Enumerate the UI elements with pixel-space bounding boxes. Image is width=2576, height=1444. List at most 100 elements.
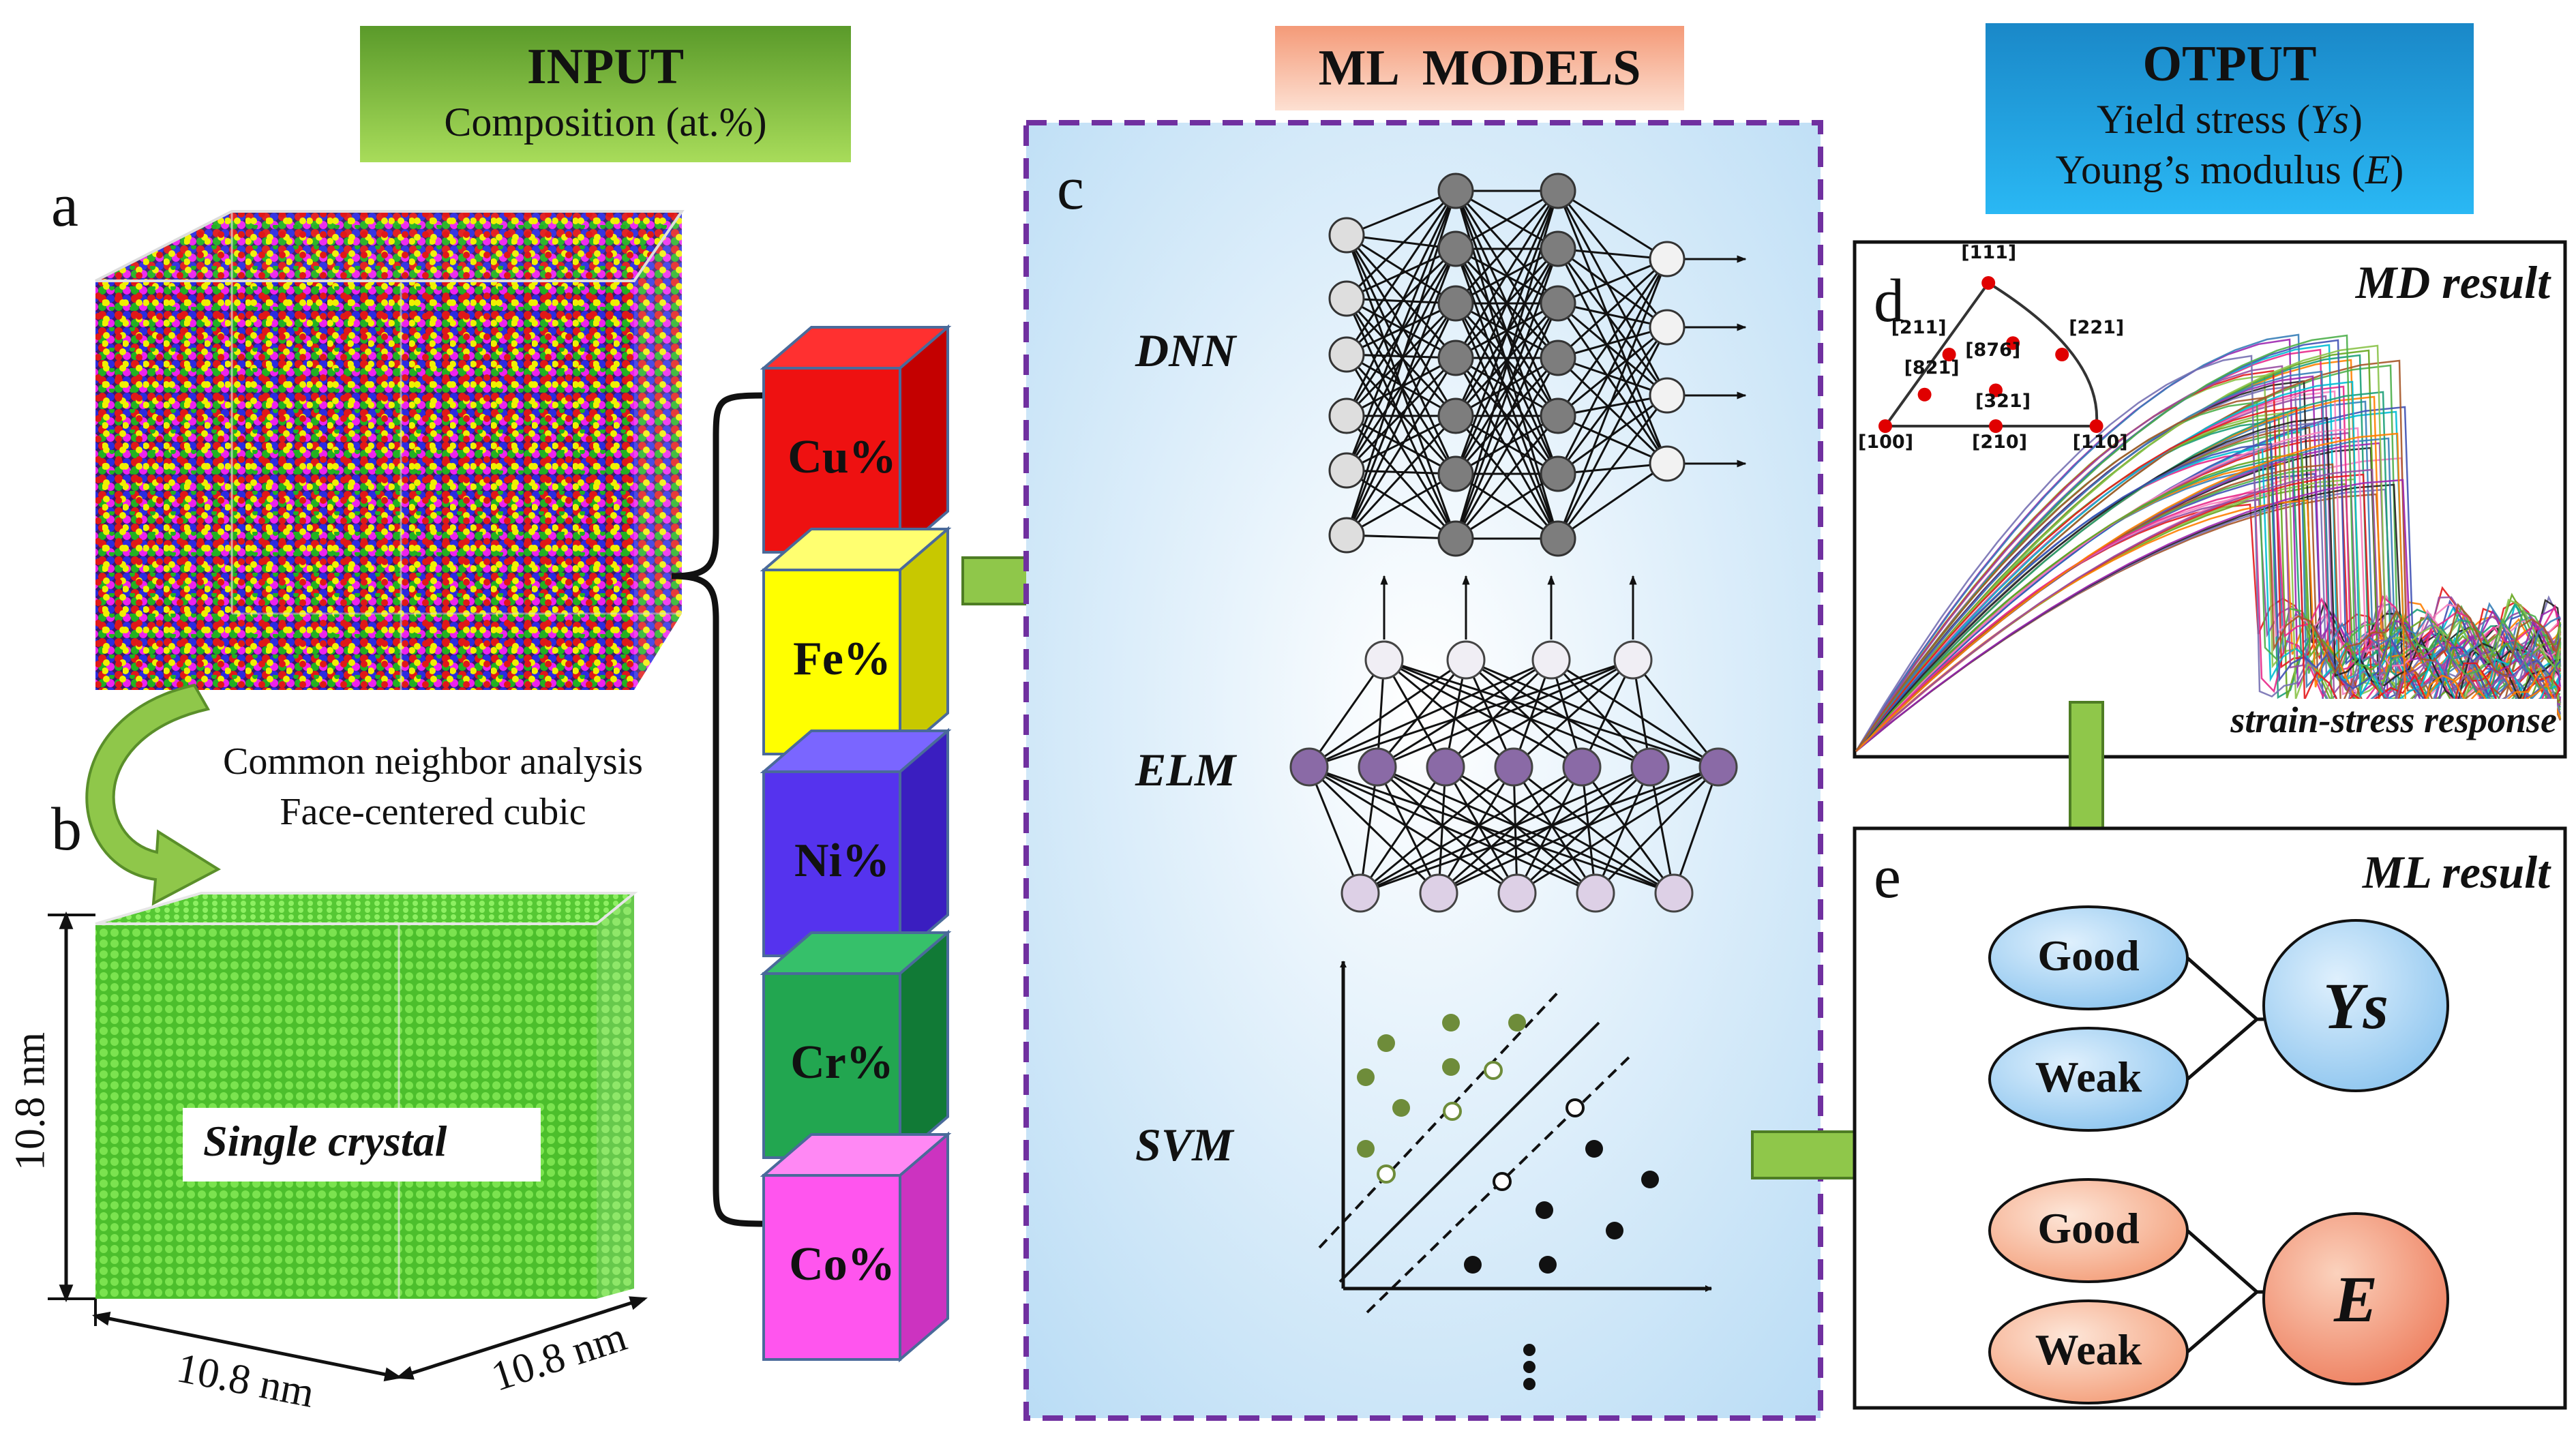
- ml-result-groups: [1988, 905, 2449, 1404]
- dnn-neuron: [1437, 520, 1474, 557]
- ipf-pole-label: [821]: [1904, 357, 1960, 378]
- panel-label-b: b: [51, 796, 82, 863]
- ipf-pole-label: [110]: [2072, 432, 2128, 453]
- dnn-neuron: [1540, 397, 1576, 434]
- svm-point-class-a: [1442, 1014, 1460, 1032]
- input-header: INPUT Composition (at.%): [360, 26, 851, 162]
- single-crystal-label-box: [183, 1108, 541, 1182]
- svm-point-class-a: [1508, 1014, 1526, 1032]
- element-cube-label: Cr%: [790, 1036, 894, 1089]
- elm-neuron: [1698, 747, 1738, 787]
- element-cube-label: Fe%: [793, 633, 891, 685]
- elm-neuron: [1613, 640, 1653, 680]
- element-cube-label: Ni%: [794, 834, 890, 887]
- svm-support-vector-a: [1377, 1164, 1396, 1184]
- svm-point-class-a: [1357, 1068, 1375, 1086]
- good-bubble: [1988, 905, 2189, 1010]
- models-header-box: [1275, 26, 1684, 110]
- element-cube-label: Co%: [789, 1238, 895, 1291]
- element-cubes: [760, 324, 952, 1363]
- ipf-pole-marker: [1917, 387, 1932, 402]
- good-bubble: [1988, 1178, 2189, 1283]
- target-label: Ys: [2323, 969, 2388, 1042]
- element-cube: [760, 727, 952, 959]
- ipf-pole-label: [321]: [1975, 390, 2031, 412]
- output-header: OTPUT Yield stress (Ys) Young’s modulus …: [1986, 23, 2474, 214]
- alloy-cube: [95, 210, 685, 690]
- svm-support-vector-b: [1493, 1172, 1512, 1191]
- input-header-box: [360, 26, 851, 162]
- panel-label-c: c: [1057, 155, 1084, 222]
- output-header-line2: Young’s modulus (E): [2055, 147, 2404, 192]
- dimension-vertical-label: 10.8 nm: [7, 1032, 54, 1171]
- svm-support-vector-b: [1566, 1098, 1585, 1117]
- good-label: Good: [2037, 931, 2140, 980]
- svm-point-class-a: [1442, 1058, 1460, 1076]
- svm-support-vector-a: [1443, 1102, 1462, 1121]
- ipf-pole-marker: [1942, 348, 1956, 361]
- elm-neuron: [1364, 640, 1404, 680]
- dnn-neuron: [1437, 340, 1474, 376]
- dnn-neuron: [1649, 309, 1686, 346]
- elm-neuron: [1531, 640, 1571, 680]
- dnn-neuron: [1437, 172, 1474, 209]
- dnn-neuron: [1540, 340, 1576, 376]
- dnn-neuron: [1328, 280, 1365, 317]
- dnn-neuron: [1540, 230, 1576, 267]
- dnn-neuron: [1328, 452, 1365, 489]
- svm-point-class-b: [1641, 1171, 1659, 1188]
- weak-bubble: [1988, 1027, 2189, 1132]
- panel-label-e: e: [1874, 843, 1901, 911]
- dnn-neuron: [1328, 517, 1365, 554]
- dnn-neuron: [1649, 377, 1686, 414]
- elm-neuron: [1358, 747, 1397, 787]
- single-crystal-cube: [95, 892, 638, 1299]
- md-result-subtitle: strain-stress response: [2161, 699, 2557, 741]
- elm-neuron: [1289, 747, 1329, 787]
- elm-neuron: [1562, 747, 1602, 787]
- target-bubble: [2262, 919, 2449, 1092]
- elm-neuron: [1494, 747, 1533, 787]
- panel-label-d: d: [1874, 267, 1904, 335]
- svm-point-class-b: [1464, 1256, 1482, 1274]
- ipf-pole-marker: [1878, 419, 1892, 433]
- dnn-neuron: [1437, 397, 1474, 434]
- weak-label: Weak: [2035, 1053, 2142, 1101]
- ipf-pole-marker: [2055, 348, 2069, 361]
- dnn-neuron: [1328, 397, 1365, 434]
- cna-line2: Face-centered cubic: [280, 791, 586, 833]
- target-label: E: [2333, 1263, 2378, 1336]
- ipf-pole-marker: [1989, 419, 2003, 433]
- single-crystal-label: Single crystal: [203, 1117, 447, 1165]
- weak-bubble: [1988, 1299, 2189, 1404]
- elm-neuron: [1446, 640, 1486, 680]
- svm-point-class-a: [1357, 1140, 1375, 1158]
- ipf-pole-marker: [2089, 419, 2103, 433]
- dnn-neuron: [1437, 285, 1474, 322]
- elm-neuron: [1426, 747, 1465, 787]
- dnn-label: DNN: [1135, 325, 1236, 376]
- element-cube: [760, 324, 952, 556]
- elm-neuron: [1419, 873, 1458, 913]
- svm-diagram: [1318, 961, 1712, 1314]
- elm-neuron: [1497, 873, 1537, 913]
- dnn-neuron: [1328, 217, 1365, 254]
- svm-point-class-a: [1392, 1099, 1410, 1117]
- svm-label: SVM: [1135, 1119, 1233, 1171]
- svm-point-class-b: [1585, 1140, 1603, 1158]
- element-cube: [760, 929, 952, 1161]
- dnn-neuron: [1328, 336, 1365, 373]
- element-cube: [760, 526, 952, 757]
- ipf-pole-marker: [1989, 383, 2003, 397]
- elm-neuron: [1630, 747, 1670, 787]
- dnn-neuron: [1437, 455, 1474, 492]
- cna-line1: Common neighbor analysis: [223, 740, 643, 783]
- output-header-line1: Yield stress (Ys): [2096, 97, 2363, 142]
- elm-neuron: [1654, 873, 1694, 913]
- svm-point-class-b: [1539, 1256, 1557, 1274]
- good-label: Good: [2037, 1204, 2140, 1252]
- weak-label: Weak: [2035, 1325, 2142, 1374]
- elm-diagram: [1289, 575, 1738, 913]
- dnn-neuron: [1540, 520, 1576, 557]
